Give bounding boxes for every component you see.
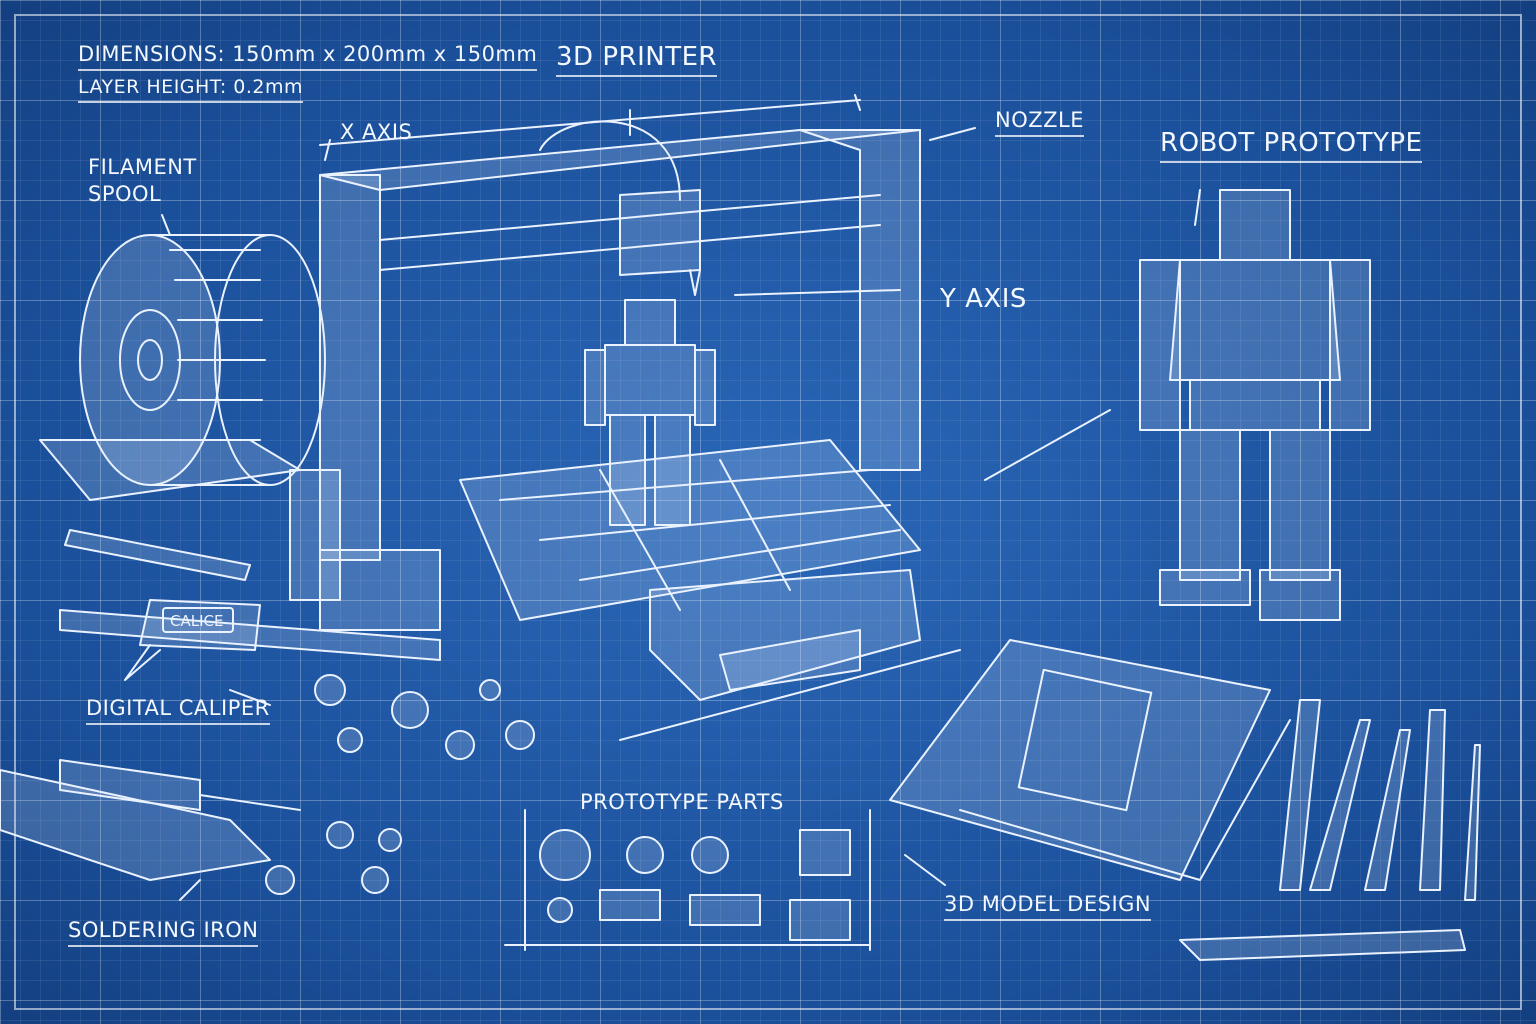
robot-prototype xyxy=(1139,189,1371,621)
dimensions-spec: DIMENSIONS: 150mm x 200mm x 150mm xyxy=(78,42,538,71)
caliper-label: DIGITAL CALIPER xyxy=(86,696,270,725)
soldering-iron-label: SOLDERING IRON xyxy=(68,918,259,947)
x-axis-label: X AXIS xyxy=(340,120,413,144)
robot-prototype-label: ROBOT PROTOTYPE xyxy=(1160,128,1423,163)
3d-printer xyxy=(289,120,921,701)
printer-label: 3D PRINTER xyxy=(556,42,718,77)
model-design-label: 3D MODEL DESIGN xyxy=(944,892,1152,921)
dimension-lines xyxy=(161,94,1201,951)
hand-tools xyxy=(1179,699,1481,961)
y-axis-label: Y AXIS xyxy=(940,284,1027,314)
blueprint-border xyxy=(14,14,1522,1010)
prototype-parts xyxy=(265,674,851,941)
small-robot xyxy=(584,299,716,526)
layer-height-spec: LAYER HEIGHT: 0.2mm xyxy=(78,76,303,103)
soldering-iron xyxy=(0,759,301,881)
3d-model-sheet xyxy=(889,639,1291,881)
filament-spool xyxy=(39,234,326,501)
filament-label-line1: FILAMENT xyxy=(88,155,197,179)
filament-label-line2: SPOOL xyxy=(88,182,162,206)
nozzle-label: NOZZLE xyxy=(995,108,1084,137)
digital-caliper: CALICE xyxy=(59,529,441,681)
caliper-display: CALICE xyxy=(170,612,223,630)
prototype-parts-label: PROTOTYPE PARTS xyxy=(580,790,784,814)
